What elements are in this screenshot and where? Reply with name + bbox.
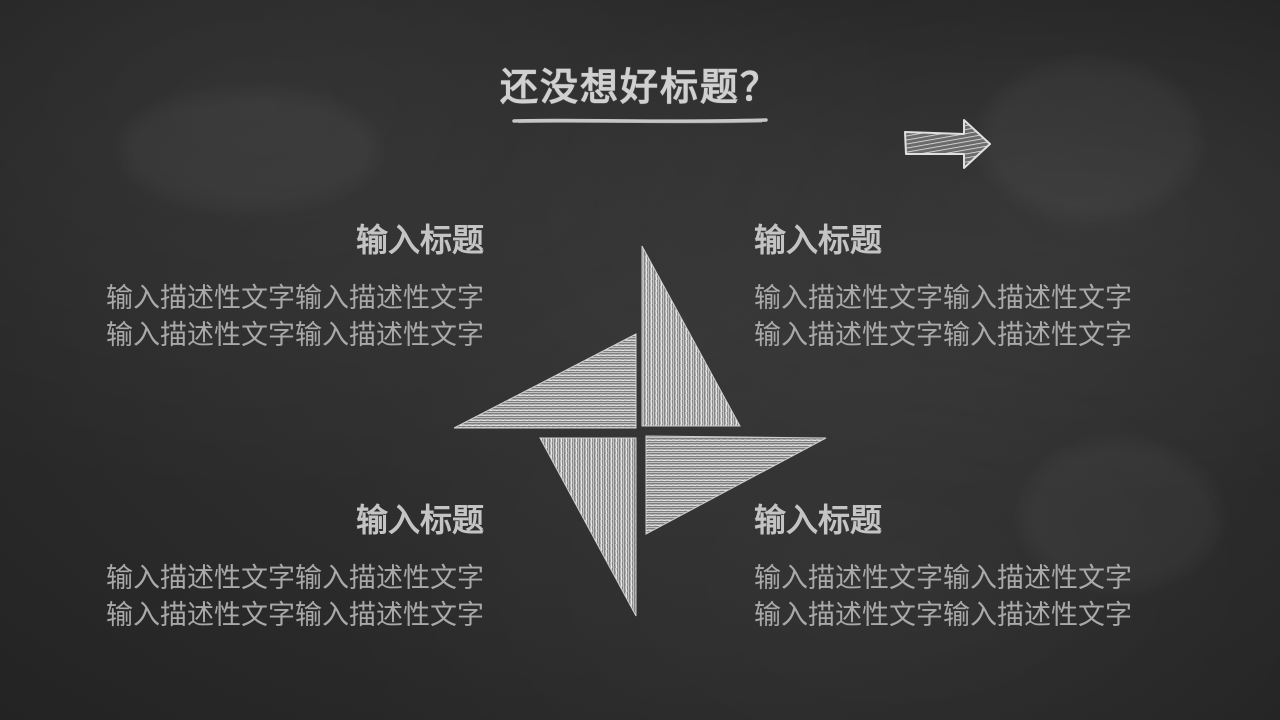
feature-block-top-right: 输入标题 输入描述性文字输入描述性文字 输入描述性文字输入描述性文字 [754, 220, 1132, 354]
feature-block-bottom-left: 输入标题 输入描述性文字输入描述性文字 输入描述性文字输入描述性文字 [106, 500, 484, 634]
description-line: 输入描述性文字输入描述性文字 [754, 600, 1132, 631]
feature-block-top-left: 输入标题 输入描述性文字输入描述性文字 输入描述性文字输入描述性文字 [106, 220, 484, 354]
chalk-arrow-right-icon [904, 119, 991, 169]
title-underline [512, 118, 768, 124]
feature-block-bottom-right: 输入标题 输入描述性文字输入描述性文字 输入描述性文字输入描述性文字 [754, 500, 1132, 634]
chalk-pinwheel-star-icon [453, 245, 827, 617]
block-description: 输入描述性文字输入描述性文字 输入描述性文字输入描述性文字 [106, 280, 484, 354]
chalk-smudge [120, 90, 380, 210]
block-description: 输入描述性文字输入描述性文字 输入描述性文字输入描述性文字 [106, 560, 484, 634]
block-heading: 输入标题 [355, 221, 484, 259]
description-line: 输入描述性文字输入描述性文字 [106, 563, 484, 594]
block-heading: 输入标题 [355, 501, 484, 539]
description-line: 输入描述性文字输入描述性文字 [106, 600, 484, 631]
description-line: 输入描述性文字输入描述性文字 [754, 283, 1132, 314]
description-line: 输入描述性文字输入描述性文字 [754, 320, 1132, 351]
block-heading: 输入标题 [754, 221, 883, 259]
block-description: 输入描述性文字输入描述性文字 输入描述性文字输入描述性文字 [754, 280, 1132, 354]
block-heading: 输入标题 [754, 501, 883, 539]
description-line: 输入描述性文字输入描述性文字 [106, 283, 484, 314]
chalk-smudge [980, 60, 1200, 220]
description-line: 输入描述性文字输入描述性文字 [106, 320, 484, 351]
page-title: 还没想好标题？ [499, 65, 780, 109]
block-description: 输入描述性文字输入描述性文字 输入描述性文字输入描述性文字 [754, 560, 1132, 634]
description-line: 输入描述性文字输入描述性文字 [754, 563, 1132, 594]
